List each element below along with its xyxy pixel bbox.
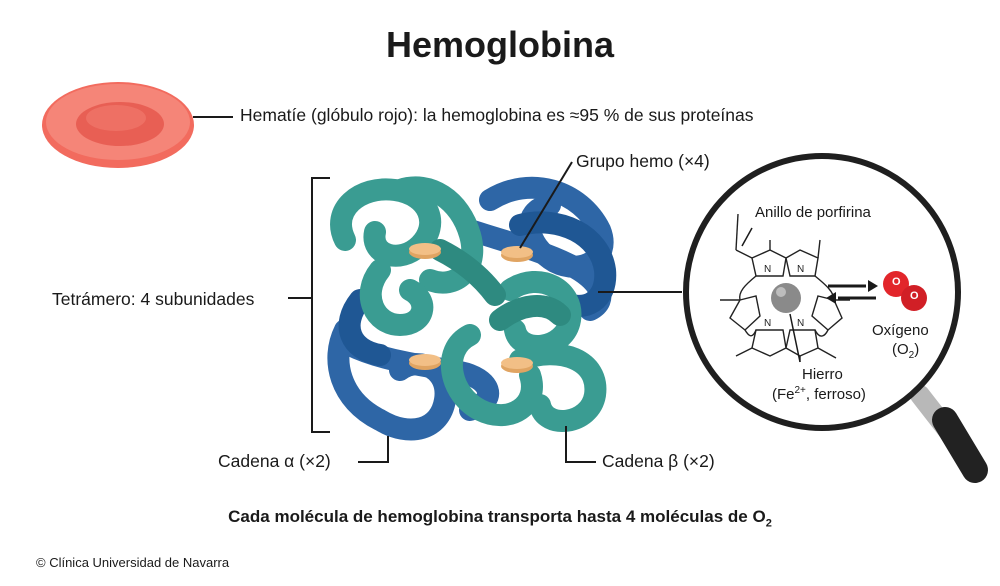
copyright-notice: © Clínica Universidad de Navarra: [36, 555, 230, 570]
heme-label: Grupo hemo (×4): [576, 151, 710, 171]
beta-leader-line: [565, 426, 596, 463]
oxygen-molecule-icon: [883, 271, 927, 311]
beta-chain-label: Cadena β (×2): [602, 451, 715, 471]
equilibrium-arrows-icon: [826, 280, 878, 304]
svg-text:N: N: [797, 318, 804, 329]
red-blood-cell-icon: [42, 82, 194, 168]
iron-atom-highlight: [776, 287, 786, 297]
oxygen-atom-label-2: O: [910, 290, 919, 302]
oxygen-label-line1: Oxígeno: [872, 322, 929, 339]
oxygen-atom-label-1: O: [892, 276, 901, 288]
rbc-label: Hematíe (glóbulo rojo): la hemoglobina e…: [240, 105, 754, 125]
porphyrin-ring: [720, 213, 850, 362]
iron-atom: [771, 283, 801, 313]
iron-leader-line: [789, 313, 801, 363]
porphyrin-label: Anillo de porfirina: [755, 204, 871, 221]
iron-label-line2: (Fe2+, ferroso): [772, 385, 866, 403]
nitrogen-atoms: N N N N: [764, 264, 804, 329]
porphyrin-leader-line: [741, 227, 753, 247]
svg-text:N: N: [764, 318, 771, 329]
rbc-leader-line: [193, 116, 233, 118]
iron-label-line1: Hierro: [802, 366, 843, 383]
magnifying-glass-icon: [683, 153, 988, 483]
alpha-chain-label: Cadena α (×2): [218, 451, 331, 471]
beta-chain-dark: [429, 239, 571, 331]
alpha-chain-dark: [338, 211, 617, 366]
tetramer-label: Tetrámero: 4 subunidades: [52, 289, 255, 309]
heme-disc-group: [409, 243, 533, 373]
tetramer-bracket: [311, 177, 330, 433]
page-title: Hemoglobina: [385, 24, 614, 65]
svg-text:N: N: [797, 264, 804, 275]
alpha-leader-line: [358, 436, 389, 463]
beta-chain: [330, 176, 607, 432]
oxygen-label-line2: (O2): [892, 341, 920, 361]
footer-summary: Cada molécula de hemoglobina transporta …: [228, 507, 772, 530]
heme-leader-line: [519, 161, 573, 249]
svg-text:N: N: [764, 264, 771, 275]
